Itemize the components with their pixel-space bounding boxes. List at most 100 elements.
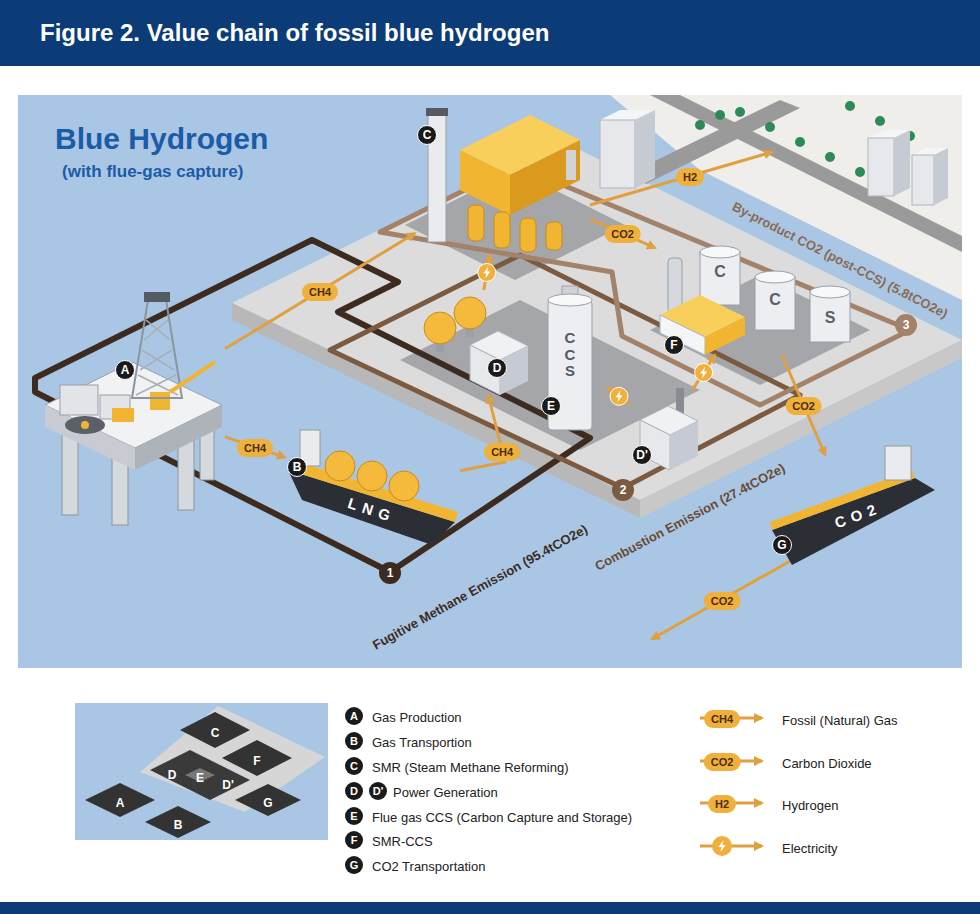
callout-letter: D [487, 358, 507, 378]
callout-letter: G [772, 535, 792, 555]
electricity-icon [700, 367, 707, 379]
map-letter: E [196, 771, 204, 785]
city-buildings [868, 138, 894, 196]
key-letter: C [345, 757, 363, 775]
inset-map [140, 706, 325, 812]
inset-map [150, 750, 250, 800]
callout-number: 3 [895, 314, 917, 336]
map-letter: G [263, 796, 272, 810]
facility-node: D' [630, 390, 700, 475]
power-plant-2 [670, 421, 698, 470]
facility-node: C [415, 105, 590, 255]
smr-ccs-plant [668, 258, 682, 313]
inset-map [222, 740, 292, 776]
power-plant [424, 297, 528, 395]
flow-label: CH4 [302, 283, 338, 301]
flow-label: CH4 [484, 443, 520, 461]
electricity-icon [610, 387, 628, 405]
power-plant [454, 297, 486, 329]
inset-map [235, 784, 301, 816]
land [610, 95, 962, 300]
key-letter: A [345, 707, 363, 725]
electricity-icon [719, 840, 726, 852]
legend-text: Gas Transportion [372, 735, 472, 750]
callout-number: 1 [379, 562, 401, 584]
key-letter: D [345, 782, 363, 800]
flow-connector [225, 233, 415, 349]
gas-platform [65, 416, 105, 434]
tank-marking: C [714, 263, 726, 281]
smr-ccs-plant [755, 271, 795, 283]
co2-ship [772, 478, 935, 565]
trees [735, 107, 745, 117]
key-letter: F [345, 831, 363, 849]
city-buildings [635, 110, 655, 188]
ccs-column [548, 294, 592, 306]
city-buildings [600, 120, 635, 188]
flow-connector [590, 219, 655, 248]
callout-letter: D' [632, 445, 652, 465]
flow-tag: CH4 [704, 710, 740, 728]
flow-label: CO2 [785, 397, 822, 415]
trees [695, 120, 705, 130]
land [610, 95, 962, 300]
gas-platform [45, 292, 222, 525]
key-letter: B [345, 732, 363, 750]
emission-boundary [35, 240, 590, 572]
gas-platform [144, 292, 170, 302]
flow-tag: H2 [676, 168, 704, 186]
land [650, 95, 962, 252]
header-bar [0, 0, 980, 66]
city-buildings [600, 110, 948, 205]
legend-text: Power Generation [393, 785, 498, 800]
smr-ccs-plant [660, 315, 705, 355]
gas-platform [135, 405, 222, 470]
map-letter: D [168, 768, 177, 782]
flow-label: CH4 [237, 439, 273, 457]
smr-ccs-plant [700, 246, 740, 258]
electricity-icon [695, 364, 713, 382]
callout-letter: A [115, 360, 135, 380]
tank-marking: S [825, 309, 836, 327]
gas-platform [62, 430, 78, 515]
legend-text: Electricity [782, 841, 838, 856]
map-letter: D' [222, 778, 234, 792]
gas-platform [60, 385, 98, 415]
smr-plant [494, 212, 510, 248]
key-letter: G [345, 856, 363, 874]
trees [855, 167, 865, 177]
flow-tag: CO2 [704, 753, 741, 771]
smr-ccs-plant [810, 286, 850, 298]
legend-text: Fossil (Natural) Gas [782, 713, 898, 728]
facility-node: D [420, 290, 530, 395]
legend-text: Carbon Dioxide [782, 756, 872, 771]
smr-plant [468, 205, 484, 241]
gas-platform [136, 320, 178, 395]
inset-map [145, 806, 211, 838]
callout-letter: B [287, 457, 307, 477]
smr-plant [566, 150, 576, 180]
power-plant [424, 312, 456, 344]
figure-title: Figure 2. Value chain of fossil blue hyd… [40, 19, 549, 47]
legend-text: CO2 Transportation [372, 859, 485, 874]
smr-plant [426, 108, 448, 116]
map-letter: C [211, 726, 220, 740]
key-letter: D' [369, 782, 387, 800]
footer-bar [0, 902, 980, 914]
callout-number: 2 [612, 479, 634, 501]
electricity-icon [616, 390, 623, 402]
smr-plant [546, 222, 562, 250]
electricity-icon [695, 364, 713, 382]
legend-text: Flue gas CCS (Carbon Capture and Storage… [372, 810, 632, 825]
trees [795, 137, 805, 147]
smr-ccs-plant [705, 317, 745, 355]
flow-connector [225, 437, 285, 458]
gas-platform [150, 392, 170, 410]
smr-plant [520, 218, 536, 252]
city-buildings [934, 148, 948, 205]
lng-ship [389, 471, 419, 501]
legend-text: SMR-CCS [372, 834, 433, 849]
inset-map [85, 783, 155, 817]
callout-letter: E [541, 396, 561, 416]
